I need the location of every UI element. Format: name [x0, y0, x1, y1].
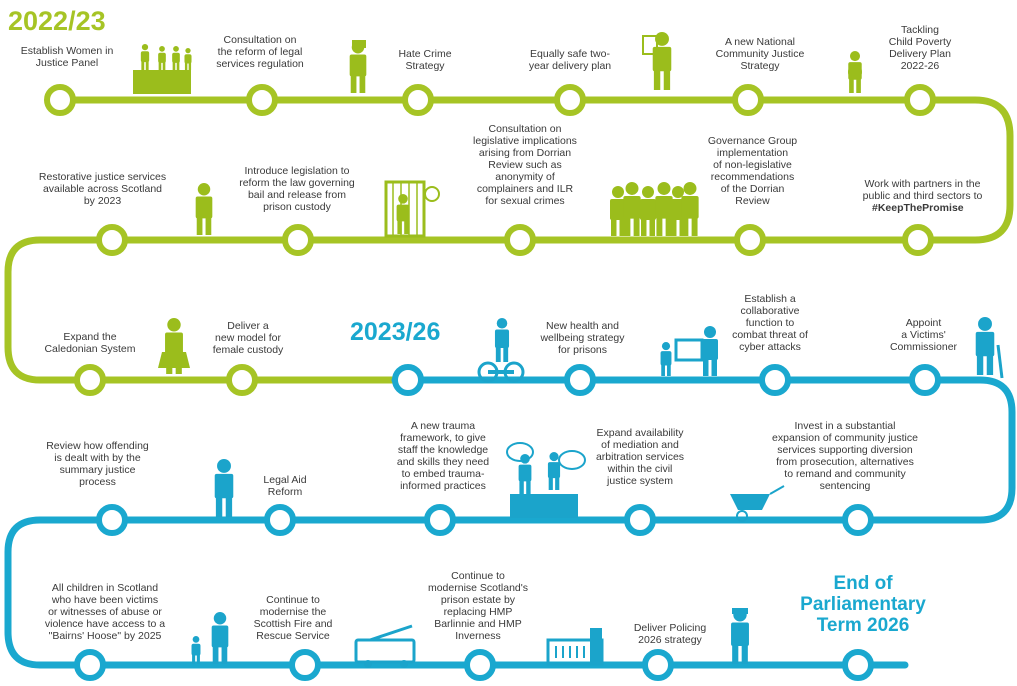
period-2022-23-heading: 2022/23: [8, 6, 106, 36]
timeline-node-r5-4: [642, 649, 674, 681]
timeline-node-r2-2: [282, 224, 314, 256]
milestone-label-trauma-framework: A new trauma framework, to give staff th…: [396, 420, 490, 492]
timeline-node-r3g-2: [226, 364, 258, 396]
milestone-label-victims-commissioner: Appoint a Victims' Commissioner: [889, 317, 958, 353]
timeline-node-r4-5: [842, 504, 874, 536]
clipboard-person-icon: [642, 32, 672, 90]
milestone-label-child-poverty-plan: Tackling Child Poverty Delivery Plan 202…: [888, 24, 952, 72]
blue-track-line: [4, 376, 1016, 669]
milestone-label-community-justice-strategy: A new National Community Justice Strateg…: [715, 36, 805, 72]
milestone-label-female-custody: Deliver a new model for female custody: [212, 320, 284, 356]
milestone-label-fire-rescue: Continue to modernise the Scottish Fire …: [253, 594, 333, 642]
police-constable-icon: [731, 608, 749, 664]
milestone-label-community-justice-investment: Invest in a substantial expansion of com…: [772, 420, 918, 492]
person-crutch-icon: [975, 317, 1004, 379]
milestone-label-mediation-services: Expand availability of mediation and arb…: [595, 427, 685, 487]
timeline-node-r5-5: [842, 649, 874, 681]
milestone-label-hate-crime-strategy: Hate Crime Strategy: [398, 48, 452, 72]
milestone-label-legal-services-consultation: Consultation on the reform of legal serv…: [216, 34, 304, 70]
timeline-node-r2-4: [734, 224, 766, 256]
green-track-line: [4, 96, 1014, 384]
exercise-bike-icon: [477, 318, 525, 383]
wheelbarrow-icon: [730, 485, 785, 522]
timeline-node-r4-1: [96, 504, 128, 536]
milestone-label-prison-estate: Continue to modernise Scotland's prison …: [427, 570, 529, 642]
conversation-desk-icon: [506, 442, 586, 518]
adult-child-icon: [191, 612, 229, 664]
police-officer-icon: [195, 183, 213, 235]
milestone-label-policing-2026: Deliver Policing 2026 strategy: [633, 622, 707, 646]
prison-building-icon: [546, 628, 604, 666]
milestone-label-cyber-attacks: Establish a collaborative function to co…: [732, 293, 808, 353]
milestone-label-dorrian-consultation: Consultation on legislative implications…: [473, 123, 577, 207]
hashtag-keep-the-promise: #KeepThePromise: [872, 202, 964, 214]
milestone-label-keep-the-promise: Work with partners in the public and thi…: [862, 178, 983, 202]
timeline-node-r3b-1: [392, 364, 424, 396]
timeline-node-r1-3: [402, 84, 434, 116]
megaphone-person-icon: [349, 40, 367, 93]
woman-icon: [158, 318, 190, 374]
timeline-node-r4-4: [624, 504, 656, 536]
end-of-term-heading: End of Parliamentary Term 2026: [800, 573, 926, 636]
timeline-node-r5-3: [464, 649, 496, 681]
period-2023-26-heading: 2023/26: [350, 318, 441, 346]
fire-engine-icon: [354, 624, 416, 668]
people-group-icon: [610, 182, 699, 236]
panel-group-icon: [133, 44, 192, 94]
milestone-label-equally-safe-plan: Equally safe two- year delivery plan: [528, 48, 612, 72]
milestone-label-legal-aid-reform: Legal Aid Reform: [263, 474, 307, 498]
timeline-node-r3b-4: [909, 364, 941, 396]
milestone-label-caledonian-system: Expand the Caledonian System: [44, 331, 136, 355]
milestone-label-summary-justice: Review how offending is dealt with by th…: [46, 440, 149, 488]
timeline-node-r3b-3: [759, 364, 791, 396]
mother-child-icon: [848, 51, 862, 93]
computer-workers-icon: [660, 326, 718, 376]
timeline-node-r1-6: [904, 84, 936, 116]
timeline-node-r3g-1: [74, 364, 106, 396]
milestone-label-bail-legislation: Introduce legislation to reform the law …: [239, 165, 355, 213]
timeline-node-r5-2: [289, 649, 321, 681]
timeline-node-r1-4: [554, 84, 586, 116]
timeline-node-r5-1: [74, 649, 106, 681]
timeline-node-r2-5: [902, 224, 934, 256]
timeline-node-r1-1: [44, 84, 76, 116]
timeline-node-r1-2: [246, 84, 278, 116]
timeline-node-r3b-2: [564, 364, 596, 396]
milestone-label-women-justice-panel: Establish Women in Justice Panel: [20, 45, 114, 69]
timeline-node-r4-2: [264, 504, 296, 536]
timeline-node-r2-3: [504, 224, 536, 256]
timeline-node-r4-3: [424, 504, 456, 536]
person-standing-icon: [214, 459, 234, 517]
milestone-label-dorrian-governance: Governance Group implementation of non-l…: [707, 135, 798, 207]
milestone-label-prison-health-strategy: New health and wellbeing strategy for pr…: [540, 320, 625, 356]
timeline-node-r2-1: [96, 224, 128, 256]
prison-door-icon: [384, 180, 440, 238]
timeline-node-r1-5: [732, 84, 764, 116]
milestone-label-bairns-hoose: All children in Scotland who have been v…: [44, 582, 166, 642]
milestone-label-restorative-justice: Restorative justice services available a…: [38, 171, 167, 207]
